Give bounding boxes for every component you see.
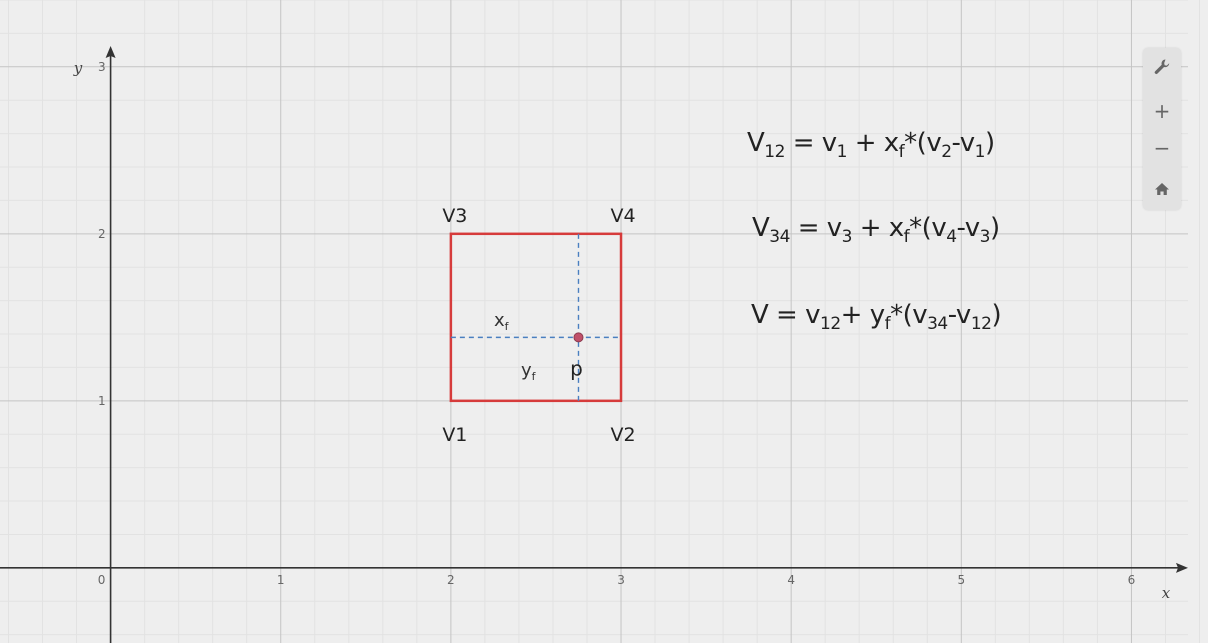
y-axis-arrow [105, 46, 116, 58]
vertex-label-v4: V4 [610, 205, 635, 227]
graph-toolbar: + − [1143, 48, 1181, 210]
x-tick-label: 5 [957, 573, 965, 587]
zoom-in-button[interactable]: + [1143, 92, 1181, 130]
x-axis-arrow [1176, 562, 1188, 573]
x-tick-label: 3 [617, 573, 625, 587]
y-tick-label: 3 [98, 60, 106, 74]
x-axis-label: x [1162, 584, 1171, 602]
plus-icon: + [1153, 99, 1171, 123]
x-tick-label: 2 [447, 573, 455, 587]
equation-v: V = v12+ yf*(v34-v12) [751, 300, 1002, 334]
y-tick-label: 2 [98, 227, 106, 241]
xf-label: xf [494, 310, 510, 333]
vertex-label-v3: V3 [442, 205, 467, 227]
vertex-label-v1: V1 [442, 424, 467, 446]
equation-v12: V12 = v1 + xf*(v2-v1) [747, 128, 995, 162]
yf-label: yf [521, 360, 537, 383]
zoom-out-button[interactable]: − [1143, 129, 1181, 167]
vertex-label-v2: V2 [610, 424, 635, 446]
x-tick-label: 1 [277, 573, 285, 587]
quad-square [449, 232, 623, 403]
y-axis-label: y [73, 59, 83, 77]
minus-icon: − [1153, 136, 1171, 160]
y-tick-label: 1 [98, 394, 106, 408]
settings-button[interactable] [1143, 48, 1181, 86]
x-tick-label: 4 [787, 573, 795, 587]
home-button[interactable] [1143, 170, 1181, 208]
equation-v34: V34 = v3 + xf*(v4-v3) [752, 213, 1000, 247]
wrench-icon [1153, 58, 1171, 76]
point-p [573, 332, 584, 343]
x-tick-label: 6 [1128, 573, 1136, 587]
point-p-label: p [570, 356, 583, 380]
x-tick-label: 0 [98, 573, 106, 587]
home-icon [1154, 181, 1170, 197]
